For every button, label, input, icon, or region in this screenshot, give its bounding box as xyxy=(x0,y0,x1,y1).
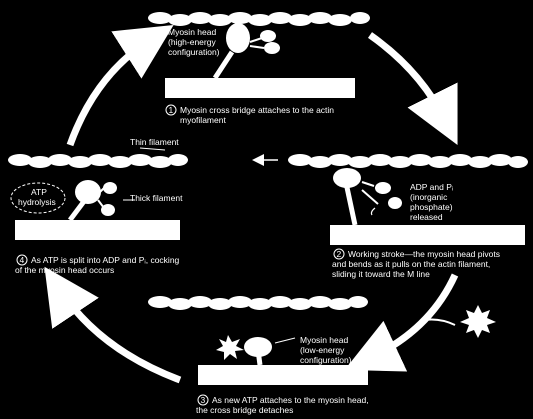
step-1-number: 1 xyxy=(169,105,174,115)
step-4-number: 4 xyxy=(20,255,25,265)
thin-filament-actin-1 xyxy=(148,12,370,26)
cycle-arrow-1-to-2 xyxy=(367,32,458,146)
myosin-head-1 xyxy=(212,23,280,80)
step-3-number-circle xyxy=(197,394,209,406)
thick-filament-1 xyxy=(165,78,355,98)
step-1-number-circle xyxy=(165,104,177,116)
cycle-arrow-4-to-1 xyxy=(66,24,174,147)
myosin-head-4 xyxy=(68,180,117,222)
label-thick-filament: Thick filament xyxy=(130,193,183,203)
thin-filament-actin-2 xyxy=(288,154,528,168)
myosin-head-3 xyxy=(244,337,296,366)
step-4-caption: As ATP is split into ADP and Pᵢ, cocking… xyxy=(15,250,184,275)
step-3-number: 3 xyxy=(201,395,206,405)
thick-filament-2 xyxy=(330,225,525,245)
step-3-caption: As new ATP attaches to the myosin head, … xyxy=(196,390,373,415)
atp-hydrolysis-bubble xyxy=(10,182,66,214)
step-4-number-circle xyxy=(16,254,28,266)
label-myosin-low: Myosin head (low-energy configuration) xyxy=(300,330,353,365)
panel-1: Myosin head (high-energy configuration) … xyxy=(148,12,370,125)
label-thin-filament: Thin filament xyxy=(130,137,179,147)
cycle-arrow-2-to-3 xyxy=(344,273,459,372)
panel-3: Myosin head (low-energy configuration) 3… xyxy=(148,296,373,415)
label-atp-hydrolysis: ATP hydrolysis xyxy=(18,182,56,207)
thick-filament-4 xyxy=(15,220,180,240)
panel-4: Thin filament ATP hydrolysis Thick filam… xyxy=(8,137,188,275)
step-2-caption: Working stroke—the myosin head pivots an… xyxy=(332,244,504,279)
step-2-number: 2 xyxy=(337,249,342,259)
thin-filament-actin-3 xyxy=(148,296,368,310)
panel-2: ADP and Pᵢ (inorganic phosphate) release… xyxy=(252,154,528,279)
step-2-number-circle xyxy=(333,248,345,260)
label-adp-released: ADP and Pᵢ (inorganic phosphate) release… xyxy=(410,177,458,222)
incoming-atp xyxy=(424,305,496,338)
step-1-caption: Myosin cross bridge attaches to the acti… xyxy=(180,100,338,125)
label-myosin-high: Myosin head (high-energy configuration) xyxy=(168,22,221,57)
atp-starburst-icon xyxy=(460,305,496,338)
thick-filament-3 xyxy=(198,365,368,385)
atp-starburst-icon xyxy=(216,335,244,360)
cycle-arrow-3-to-4 xyxy=(44,266,182,384)
myosin-head-2 xyxy=(333,168,402,226)
thin-filament-actin-4 xyxy=(8,154,188,168)
